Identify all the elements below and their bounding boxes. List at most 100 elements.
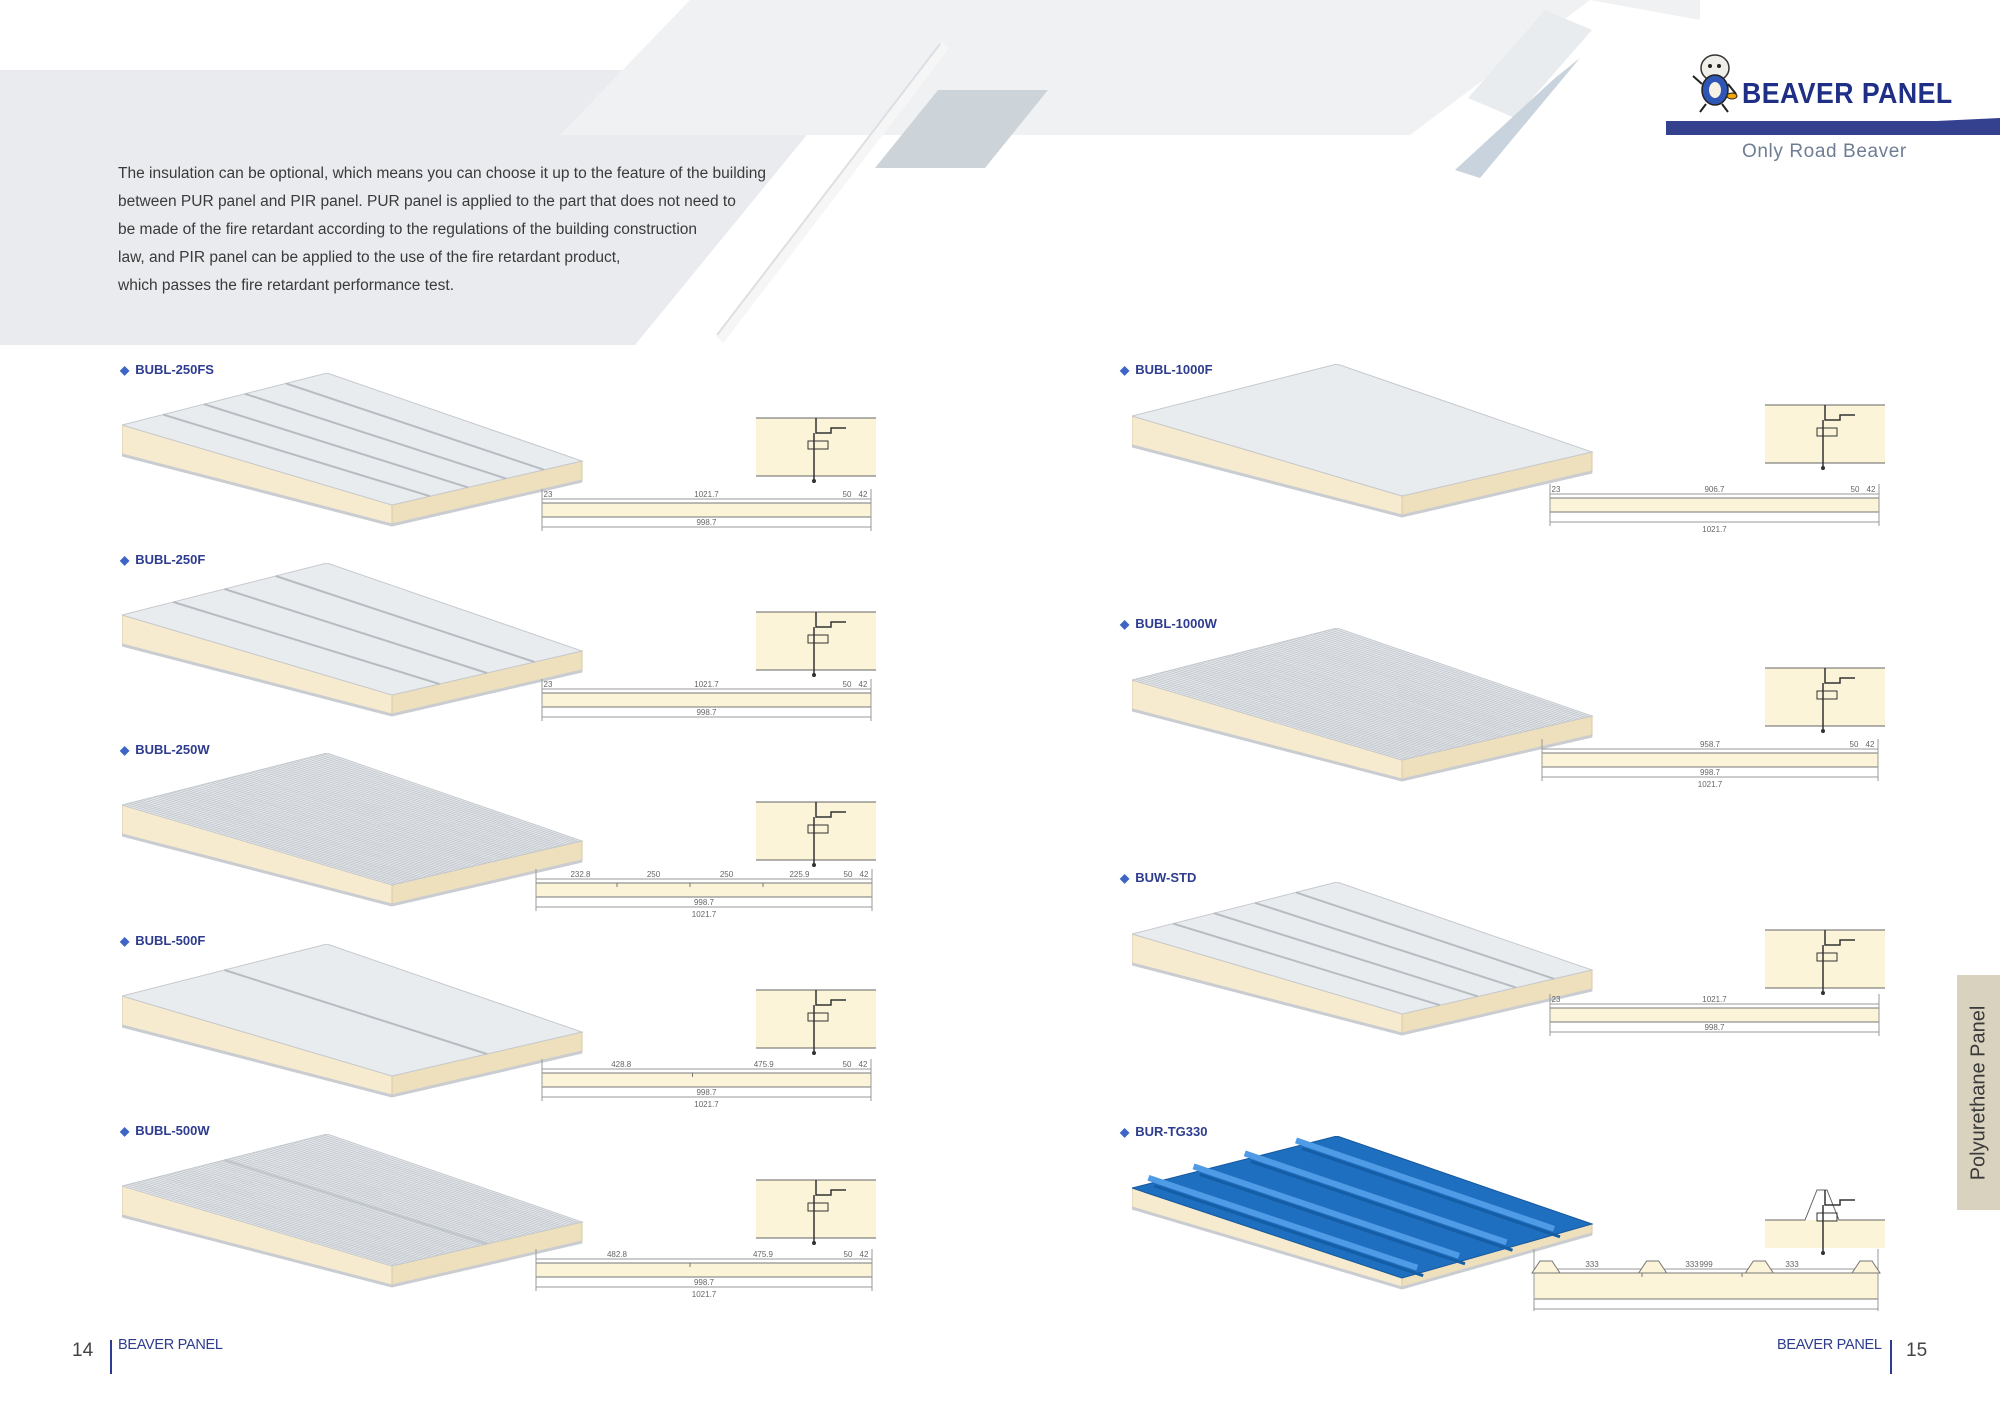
profile-dim-seg: 482.8 [607,1250,628,1259]
profile-dim-seg: 250 [720,870,734,879]
panel-corrugation [231,1157,494,1244]
joint-screw-tip [1821,991,1825,995]
panel-corrugation [279,1145,538,1233]
intro-text: The insulation can be optional, which me… [118,160,778,300]
panel-corrugation [142,799,412,882]
panel-corrugation [309,756,567,846]
panel-corrugation [162,1175,431,1258]
panel-corrugation [296,1141,554,1230]
panel-corrugation [1234,653,1498,739]
product-label: ◆BUBL-250W [120,742,210,757]
panel-corrugation [217,780,481,865]
panel-corrugation [200,784,465,869]
profile-dim-right1: 50 [844,1250,853,1259]
panel-bottom-skin [122,1024,583,1098]
profile-dim-top: 999 [1699,1260,1713,1269]
panel-corrugation [1152,674,1422,757]
panel-corrugation [128,1183,399,1266]
panel-corrugation [292,761,551,849]
joint-clip [807,1202,829,1212]
diamond-bullet-icon: ◆ [120,1124,130,1138]
joint-trapezoid-edge [1765,1189,1885,1221]
product-code: BUBL-250W [135,742,210,757]
panel-groove [275,575,535,663]
panel-image [1132,1136,1594,1290]
profile-foam [541,502,872,518]
product-code: BUR-TG330 [1135,1124,1208,1139]
footer-divider [110,1340,112,1374]
panel-corrugation [1179,667,1447,751]
joint-hook [815,1180,846,1196]
panel-corrugation [1275,643,1536,730]
panel-corrugation [1278,642,1539,729]
panel-corrugation [1323,630,1580,720]
panel-corrugation [1203,661,1469,746]
page-number-left: 14 [72,1340,94,1361]
panel-groove [203,403,469,489]
profile-dim-right2: 42 [860,870,869,879]
panel-image [122,753,584,907]
panel-corrugation [132,1182,402,1265]
panel-corrugation [1330,629,1586,718]
joint-foam [1765,1220,1885,1248]
panel-rib-highlight [1192,1163,1460,1259]
profile-dim-mid: 998.7 [694,1278,715,1287]
panel-top-skin [1132,1136,1594,1279]
profile-dim-right2: 42 [1867,485,1876,494]
product-label: ◆BUR-TG330 [1120,1124,1207,1139]
panel-corrugation [1306,635,1564,724]
panel-corrugation [268,1148,529,1235]
panel-corrugation [173,1172,440,1256]
profile-dim-seg: 333 [1685,1260,1699,1269]
panel-corrugation [1258,647,1520,734]
panel-corrugation [309,1137,567,1227]
footer-divider [1890,1340,1892,1374]
panel-corrugation [200,1165,465,1250]
panel-corrugation [1135,678,1406,760]
panel-corrugation [238,1156,500,1242]
section-tab: Polyurethane Panel [1957,975,2000,1210]
panel-corrugation [261,768,522,856]
panel-corrugation [1220,656,1485,742]
panel-corrugation [306,757,564,846]
profile-dim-seg: 232.8 [570,870,591,879]
panel-corrugation [1237,652,1501,738]
panel-corrugation [193,1167,459,1252]
panel-corrugation [1241,651,1504,738]
footer-brand-right: BEAVER PANEL [1777,1337,1882,1353]
panel-corrugation [275,765,535,853]
profile-foam [541,692,872,708]
panel-corrugation [296,760,554,849]
panel-corrugation [1200,662,1466,746]
panel-corrugation [179,1170,446,1255]
panel-corrugation [159,794,427,878]
panel-corrugation [1251,649,1513,735]
panel-groove [172,601,440,685]
panel-top-skin [122,373,584,506]
diamond-bullet-icon: ◆ [1120,871,1130,885]
panel-bottom-skin [122,1214,583,1288]
panel-corrugation [179,789,446,874]
joint-detail [756,417,876,483]
panel-corrugation [1145,676,1415,758]
panel-bottom-skin [122,833,583,907]
product-code: BUBL-250FS [135,362,214,377]
panel-corrugation [1309,634,1567,723]
panel-corrugation [149,1178,418,1261]
joint-detail [756,611,876,677]
joint-hook [815,990,846,1006]
profile-dim-bottom: 1021.7 [692,910,717,919]
panel-groove [162,413,431,498]
panel-corrugation [197,1166,462,1251]
panel-top-skin [1132,882,1594,1015]
panel-corrugation [306,1138,564,1227]
panel-corrugation [186,1169,453,1253]
product-label: ◆BUBL-250F [120,552,205,567]
panel-image [1132,364,1594,518]
profile-dim-mid: 998.7 [696,518,717,527]
panel-corrugation [128,802,399,885]
profile-dim-seg: 333 [1785,1260,1799,1269]
